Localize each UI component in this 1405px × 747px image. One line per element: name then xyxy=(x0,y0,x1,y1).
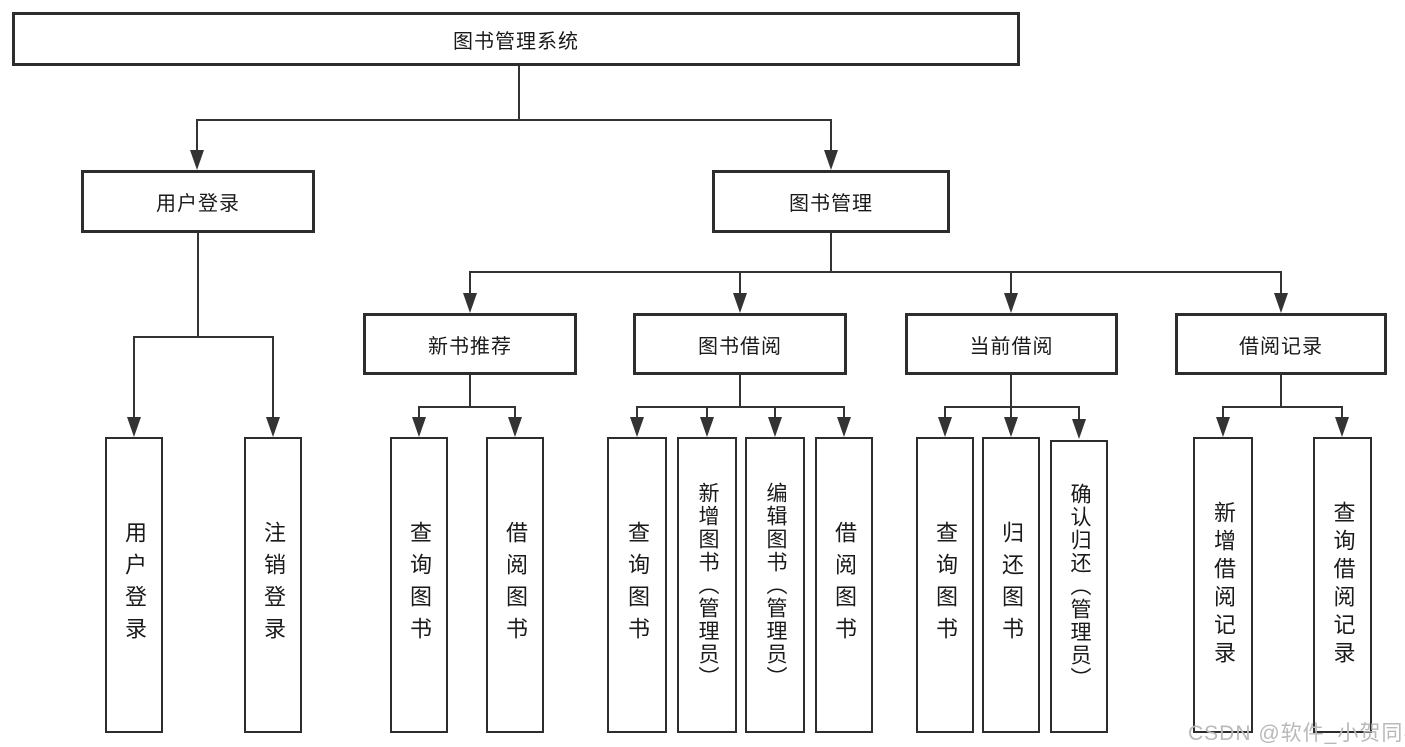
connector-to-borrow-add xyxy=(706,406,708,420)
arrowhead-current-confirm xyxy=(1072,419,1086,439)
arrowhead-current-return xyxy=(1004,417,1018,437)
leaf-recommend-query-book: 查询图书 xyxy=(390,437,448,733)
leaf-recommend-borrow-book-label: 借阅图书 xyxy=(503,521,528,649)
connector-user-login-horizontal xyxy=(133,336,274,338)
leaf-borrow-edit-book-admin-label: 编辑图书（管理员） xyxy=(764,481,787,689)
leaf-borrow-add-book-admin-label: 新增图书（管理员） xyxy=(696,481,719,689)
leaf-borrow-query-book: 查询图书 xyxy=(607,437,667,733)
node-new-book-recommend-label: 新书推荐 xyxy=(428,335,512,358)
node-book-borrow-label: 图书借阅 xyxy=(698,335,782,358)
leaf-borrow-add-book-admin: 新增图书（管理员） xyxy=(677,437,737,733)
arrowhead-current-borrow xyxy=(1004,293,1018,313)
node-root: 图书管理系统 xyxy=(12,12,1020,66)
arrowhead-current-query xyxy=(938,417,952,437)
arrowhead-leaf-user-login xyxy=(127,417,141,437)
leaf-records-add-record-label: 新增借阅记录 xyxy=(1211,501,1236,669)
leaf-records-query-record-label: 查询借阅记录 xyxy=(1330,501,1356,669)
connector-user-login-stem xyxy=(197,233,199,338)
connector-current-horizontal xyxy=(944,406,1080,408)
leaf-borrow-borrow-book-label: 借阅图书 xyxy=(832,521,857,649)
connector-to-records-query xyxy=(1341,406,1343,420)
connector-level3-horizontal xyxy=(469,271,1282,273)
arrowhead-recommend-query xyxy=(412,417,426,437)
arrowhead-records-query xyxy=(1335,417,1349,437)
node-book-management: 图书管理 xyxy=(712,170,950,233)
node-book-borrow: 图书借阅 xyxy=(633,313,847,375)
leaf-current-query-book: 查询图书 xyxy=(916,437,974,733)
node-borrow-records: 借阅记录 xyxy=(1175,313,1387,375)
node-user-login: 用户登录 xyxy=(81,170,315,233)
connector-to-book-management xyxy=(830,119,832,153)
leaf-user-login-label: 用户登录 xyxy=(122,521,147,649)
connector-to-borrow-borrow xyxy=(843,406,845,420)
leaf-records-query-record: 查询借阅记录 xyxy=(1313,437,1372,733)
leaf-user-login: 用户登录 xyxy=(105,437,163,733)
leaf-current-return-book-label: 归还图书 xyxy=(999,521,1024,649)
leaf-records-add-record: 新增借阅记录 xyxy=(1193,437,1253,733)
arrowhead-borrow-edit xyxy=(768,417,782,437)
connector-current-stem xyxy=(1010,375,1012,408)
node-new-book-recommend: 新书推荐 xyxy=(363,313,577,375)
connector-borrow-horizontal xyxy=(636,406,845,408)
node-current-borrow: 当前借阅 xyxy=(905,313,1118,375)
node-root-label: 图书管理系统 xyxy=(453,30,579,53)
leaf-borrow-borrow-book: 借阅图书 xyxy=(815,437,873,733)
leaf-logout-label: 注销登录 xyxy=(261,521,286,649)
leaf-current-query-book-label: 查询图书 xyxy=(933,521,958,649)
arrowhead-leaf-logout xyxy=(266,417,280,437)
connector-to-user-login xyxy=(196,119,198,153)
connector-to-book-borrow xyxy=(739,271,741,295)
leaf-current-confirm-return-admin-label: 确认归还（管理员） xyxy=(1068,483,1091,690)
connector-to-current-return xyxy=(1010,406,1012,420)
connector-records-horizontal xyxy=(1222,406,1343,408)
leaf-logout: 注销登录 xyxy=(244,437,302,733)
connector-to-borrow-edit xyxy=(774,406,776,420)
arrowhead-book-borrow xyxy=(733,293,747,313)
connector-root-stem xyxy=(518,66,520,119)
leaf-recommend-borrow-book: 借阅图书 xyxy=(486,437,544,733)
leaf-borrow-edit-book-admin: 编辑图书（管理员） xyxy=(745,437,805,733)
connector-to-records-add xyxy=(1222,406,1224,420)
arrowhead-borrow-records xyxy=(1274,293,1288,313)
arrowhead-new-book-recommend xyxy=(463,293,477,313)
arrowhead-recommend-borrow xyxy=(508,417,522,437)
connector-records-stem xyxy=(1280,375,1282,408)
connector-to-borrow-query xyxy=(636,406,638,420)
arrowhead-book-management xyxy=(824,150,838,170)
arrowhead-user-login xyxy=(190,150,204,170)
node-current-borrow-label: 当前借阅 xyxy=(969,335,1054,358)
leaf-current-confirm-return-admin: 确认归还（管理员） xyxy=(1050,440,1108,733)
connector-recommend-horizontal xyxy=(418,406,516,408)
connector-to-recommend-query xyxy=(418,406,420,420)
connector-to-current-confirm xyxy=(1078,406,1080,420)
node-borrow-records-label: 借阅记录 xyxy=(1239,335,1323,358)
leaf-recommend-query-book-label: 查询图书 xyxy=(407,521,432,649)
arrowhead-borrow-query xyxy=(630,417,644,437)
connector-to-current-query xyxy=(944,406,946,420)
connector-to-current-borrow xyxy=(1010,271,1012,295)
leaf-borrow-query-book-label: 查询图书 xyxy=(625,521,650,649)
connector-to-borrow-records xyxy=(1280,271,1282,295)
node-book-management-label: 图书管理 xyxy=(789,193,873,215)
connector-level1-horizontal xyxy=(196,119,832,121)
connector-recommend-stem xyxy=(469,375,471,408)
csdn-watermark: CSDN @软件_小贺同学 xyxy=(1188,722,1405,745)
arrowhead-records-add xyxy=(1216,417,1230,437)
node-user-login-label: 用户登录 xyxy=(156,193,240,215)
connector-to-leaf-logout xyxy=(272,336,274,420)
arrowhead-borrow-borrow xyxy=(837,417,851,437)
connector-to-new-book-recommend xyxy=(469,271,471,295)
connector-to-leaf-user-login xyxy=(133,336,135,420)
connector-borrow-stem xyxy=(739,375,741,408)
connector-to-recommend-borrow xyxy=(514,406,516,420)
arrowhead-borrow-add xyxy=(700,417,714,437)
connector-book-management-stem xyxy=(830,233,832,273)
leaf-current-return-book: 归还图书 xyxy=(982,437,1040,733)
